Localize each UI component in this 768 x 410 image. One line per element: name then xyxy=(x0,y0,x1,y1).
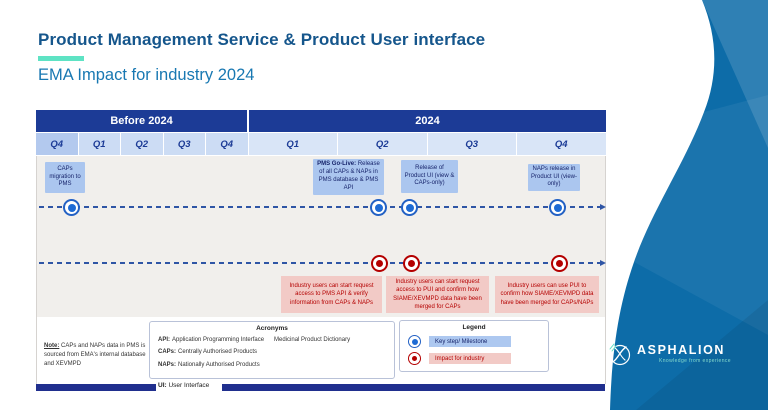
impact-line-arrow-icon xyxy=(600,260,606,266)
quarter-cell: Q3 xyxy=(163,133,205,155)
legend-impact-dot xyxy=(411,355,418,362)
asphalion-logo-name: ASPHALION xyxy=(637,343,726,357)
legend-title: Legend xyxy=(462,324,486,331)
impact-box: Industry users can use PUI to confirm ho… xyxy=(495,276,599,313)
impact-marker-icon xyxy=(551,255,568,272)
header-2024: 2024 xyxy=(249,110,606,132)
milestone-dot xyxy=(374,203,383,212)
note-body: CAPs and NAPs data in PMS is sourced fro… xyxy=(44,343,146,367)
quarter-cell: Q1 xyxy=(248,133,337,155)
milestone-marker-icon xyxy=(370,199,387,216)
legend-milestone-icon xyxy=(408,335,421,348)
milestone-box: NAPs release in Product UI (view-only) xyxy=(528,164,580,191)
ui-acronym: UI: User Interface xyxy=(158,382,209,389)
impact-dot xyxy=(408,260,415,267)
milestone-dot xyxy=(67,203,76,212)
impact-dot xyxy=(556,260,563,267)
ui-acronym-term: UI: xyxy=(158,382,167,389)
milestone-box: Release of Product UI (view & CAPs-only) xyxy=(401,160,458,193)
impact-label: Industry users can start request access … xyxy=(289,283,374,306)
bottom-bar-segment xyxy=(222,384,605,391)
milestone-label: CAPs migration to PMS xyxy=(49,165,81,188)
header-before-2024: Before 2024 xyxy=(36,110,247,132)
asphalion-logo-tagline: Knowledge from experience xyxy=(659,358,731,364)
milestone-marker-icon xyxy=(401,199,418,216)
acronym-definition: Application Programming Interface xyxy=(172,337,265,343)
milestone-label: Release of Product UI (view & CAPs-only) xyxy=(404,164,455,187)
milestone-marker-icon xyxy=(63,199,80,216)
impact-marker-icon xyxy=(371,255,388,272)
quarter-cell: Q4 xyxy=(36,133,78,155)
asphalion-logo-text: ASPHALION Knowledge from experience xyxy=(637,343,731,364)
milestone-label: PMS Go-Live: Release of all CAPs & NAPs … xyxy=(316,161,381,192)
legend-box: Legend Key step/ Milestone Impact for in… xyxy=(399,320,549,372)
impact-timeline-line xyxy=(39,262,602,264)
milestone-box: CAPs migration to PMS xyxy=(45,162,85,193)
acronym-item: API: Application Programming Interface M… xyxy=(158,336,386,344)
ui-acronym-definition: User Interface xyxy=(166,382,210,389)
timeline-diagram: Before 2024 2024 Q4 Q1 Q2 Q3 Q4 Q1 Q2 Q3… xyxy=(36,110,606,391)
key-step-timeline-line xyxy=(39,206,602,208)
quarter-cell: Q1 xyxy=(78,133,120,155)
footer-band: Note: CAPs and NAPs data in PMS is sourc… xyxy=(37,317,605,384)
bottom-bar-segment xyxy=(36,384,156,391)
milestone-label: NAPs release in Product UI (view-only) xyxy=(531,165,578,188)
impact-label: Industry users can start request access … xyxy=(393,279,482,310)
quarter-cell: Q4 xyxy=(517,133,606,155)
acronyms-title: Acronyms xyxy=(256,325,288,332)
page-subtitle: EMA Impact for industry 2024 xyxy=(38,66,255,84)
legend-label: Impact for industry xyxy=(429,353,511,364)
acronym-term: API: xyxy=(158,337,170,343)
note-text: Note: CAPs and NAPs data in PMS is sourc… xyxy=(44,342,150,369)
legend-label: Key step/ Milestone xyxy=(429,336,511,347)
milestone-dot xyxy=(405,203,414,212)
quarter-row: Q4 Q1 Q2 Q3 Q4 Q1 Q2 Q3 Q4 xyxy=(36,133,606,155)
impact-box: Industry users can start request access … xyxy=(281,276,382,313)
acronym-item: NAPs: Nationally Authorised Products xyxy=(158,361,386,369)
legend-item: Impact for industry xyxy=(408,352,540,365)
page-title: Product Management Service & Product Use… xyxy=(38,30,486,49)
acronym-item: CAPs: Centrally Authorised Products xyxy=(158,348,386,356)
impact-label: Industry users can use PUI to confirm ho… xyxy=(500,283,594,306)
timeline-body: CAPs migration to PMS PMS Go-Live: Relea… xyxy=(36,156,606,384)
legend-milestone-dot xyxy=(411,338,418,345)
legend-impact-icon xyxy=(408,352,421,365)
legend-item: Key step/ Milestone xyxy=(408,335,540,348)
impact-marker-icon xyxy=(403,255,420,272)
milestone-label-rest: Release of all CAPs & NAPs in PMS databa… xyxy=(318,161,380,191)
asphalion-logo-icon xyxy=(609,343,631,366)
impact-dot xyxy=(376,260,383,267)
acronyms-box: Acronyms API: Application Programming In… xyxy=(149,321,395,379)
quarter-cell: Q2 xyxy=(121,133,163,155)
milestone-box: PMS Go-Live: Release of all CAPs & NAPs … xyxy=(313,159,384,195)
acronym-extra: Medicinal Product Dictionary xyxy=(274,337,351,343)
impact-box: Industry users can start request access … xyxy=(386,276,489,313)
acronym-definition: Nationally Authorised Products xyxy=(178,361,260,368)
key-step-line-arrow-icon xyxy=(600,204,606,210)
acronym-term: NAPs: xyxy=(158,361,177,368)
title-accent-bar xyxy=(38,56,84,61)
quarter-cell: Q3 xyxy=(427,133,516,155)
milestone-label-bold: PMS Go-Live: xyxy=(317,161,357,168)
quarter-cell: Q2 xyxy=(338,133,427,155)
note-prefix: Note: xyxy=(44,343,60,349)
acronym-term: CAPs: xyxy=(158,349,177,356)
quarter-cell: Q4 xyxy=(206,133,248,155)
timeline-header-row: Before 2024 2024 xyxy=(36,110,606,132)
timeline-band: CAPs migration to PMS PMS Go-Live: Relea… xyxy=(37,156,606,317)
milestone-marker-icon xyxy=(549,199,566,216)
acronym-definition: Centrally Authorised Products xyxy=(178,349,258,356)
milestone-dot xyxy=(553,203,562,212)
asphalion-logo: ASPHALION Knowledge from experience xyxy=(606,340,762,367)
